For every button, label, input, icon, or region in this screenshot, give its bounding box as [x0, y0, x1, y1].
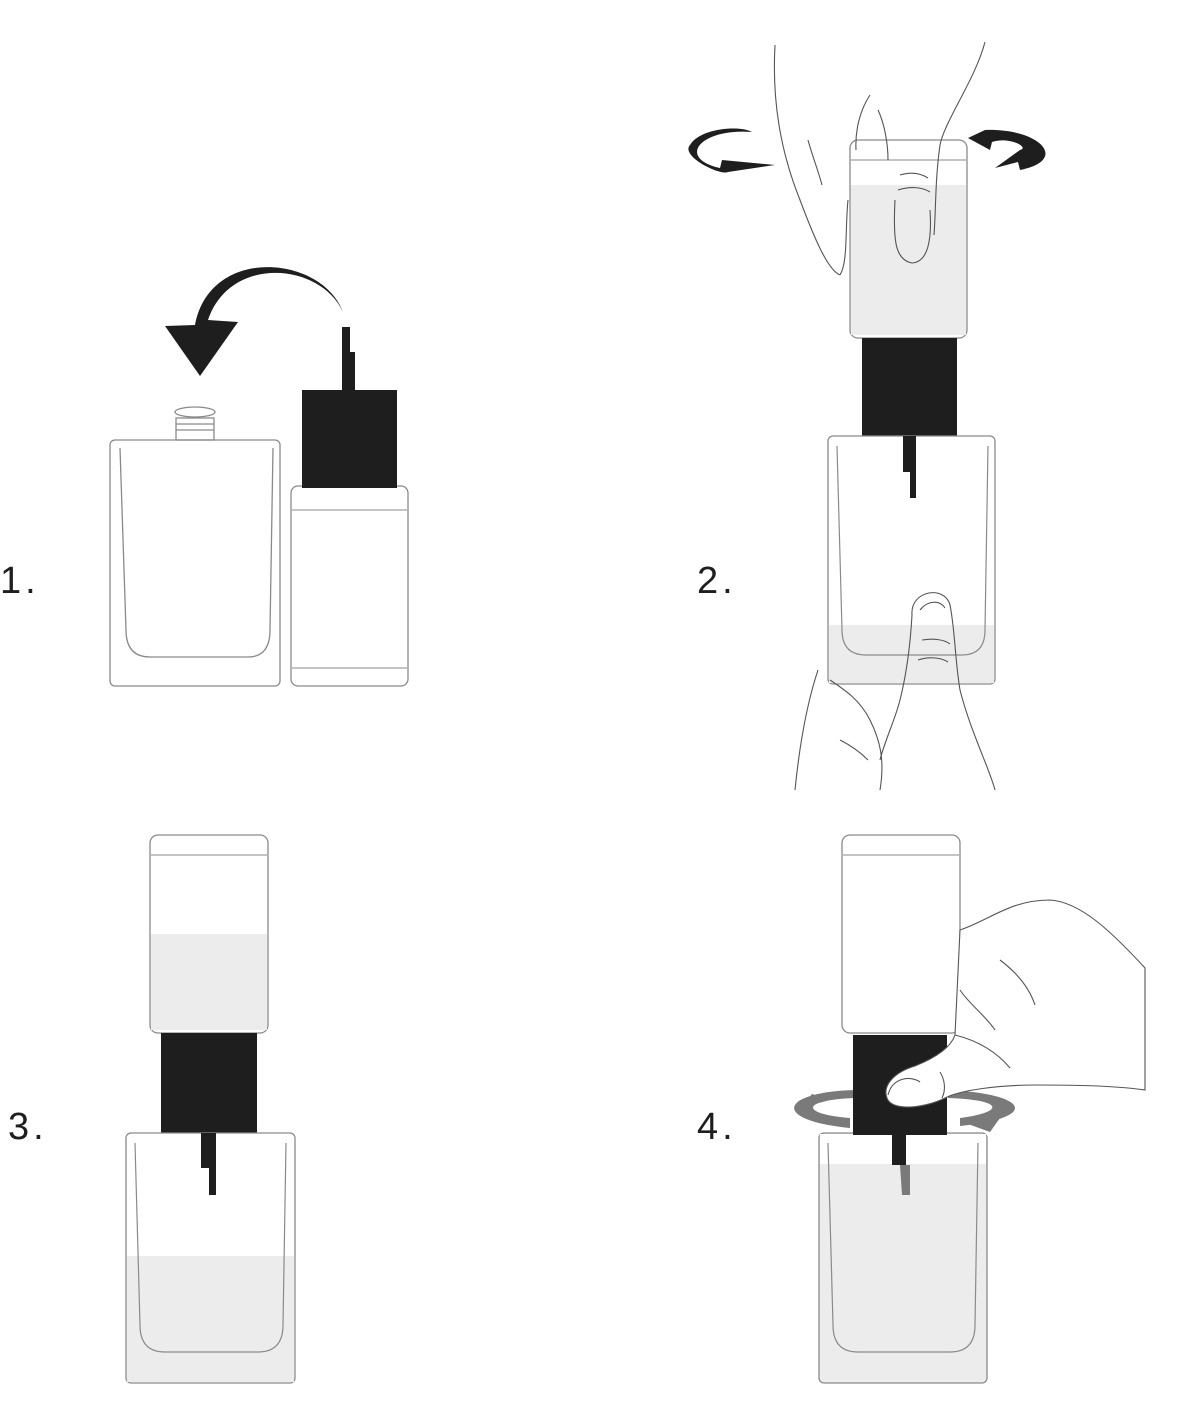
empty-bottle — [109, 406, 281, 687]
refill-bottle — [290, 327, 409, 687]
rotate-arrows-icon — [688, 128, 1046, 173]
step-1-label: 1. — [0, 560, 40, 602]
hand-icon-step4 — [885, 899, 1146, 1108]
step-2-label: 2. — [697, 560, 737, 602]
step-3-illustration — [125, 834, 296, 1384]
perfume-bottle-step4 — [818, 1132, 988, 1384]
inverted-refill-bottle-step3 — [149, 834, 269, 1133]
hand-icon — [773, 41, 986, 276]
nozzle-tip — [892, 1135, 906, 1165]
hand-icon-lower — [794, 592, 996, 791]
step-4-illustration — [794, 834, 1146, 1384]
step-1-illustration — [109, 267, 409, 687]
inverted-refill-bottle — [849, 139, 968, 438]
step-2-illustration — [688, 41, 1046, 791]
inverted-refill-bottle-step4 — [841, 834, 961, 1034]
rotate-arrows-icon-grey — [794, 1090, 1016, 1132]
curved-arrow-icon — [165, 267, 343, 376]
step-3-label: 3. — [8, 1106, 48, 1148]
perfume-bottle — [827, 435, 996, 685]
perfume-bottle-step3 — [125, 1132, 296, 1384]
step-4-label: 4. — [697, 1106, 737, 1148]
